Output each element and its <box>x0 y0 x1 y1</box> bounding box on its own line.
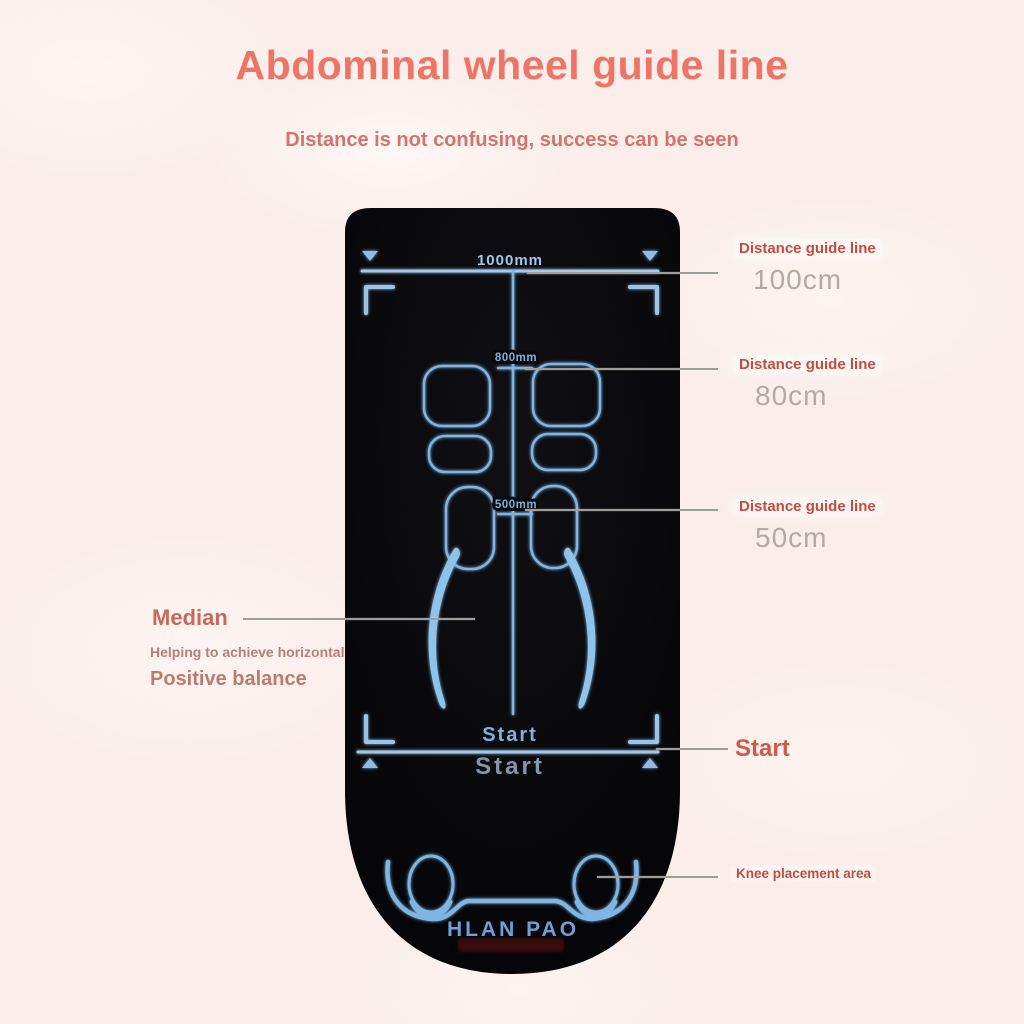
distance-value-100cm: 100cm <box>753 264 843 295</box>
annotation-distance-50: Distance guide line 50cm <box>733 497 882 554</box>
distance-value-50cm: 50cm <box>755 522 828 553</box>
median-helper-line2: Positive balance <box>150 668 307 690</box>
callout-line-80cm <box>525 368 718 370</box>
callout-line-median <box>243 618 475 620</box>
mat-brand-label: HLAN PAO <box>447 918 579 941</box>
annotation-distance-80: Distance guide line 80cm <box>733 355 882 412</box>
mat-start-lower-label: Start <box>475 753 545 780</box>
callout-line-100cm <box>527 272 718 274</box>
start-annotation-label: Start <box>735 735 790 762</box>
mat-start-upper-label: Start <box>482 724 538 746</box>
callout-line-knee <box>597 876 718 878</box>
page-title: Abdominal wheel guide line <box>235 42 789 88</box>
callout-line-start <box>656 748 728 750</box>
knee-placement-annotation-label: Knee placement area <box>731 865 877 882</box>
distance-guide-line-label-100: Distance guide line <box>733 239 882 258</box>
distance-guide-line-label-50: Distance guide line <box>733 497 882 516</box>
abdominal-mat-diagram: 1000mm 800mm 500mm Start Start HLAN PAO <box>345 208 680 974</box>
mat-mid-measure-label: 800mm <box>495 352 537 364</box>
median-title-label: Median <box>152 605 228 630</box>
distance-value-80cm: 80cm <box>755 380 828 411</box>
page-subtitle: Distance is not confusing, success can b… <box>285 129 739 151</box>
median-helper-line1: Helping to achieve horizontal <box>150 644 345 660</box>
distance-guide-line-label-80: Distance guide line <box>733 355 882 374</box>
mat-top-measure-label: 1000mm <box>477 252 543 269</box>
callout-line-50cm <box>525 509 718 511</box>
annotation-distance-100: Distance guide line 100cm <box>733 239 882 296</box>
